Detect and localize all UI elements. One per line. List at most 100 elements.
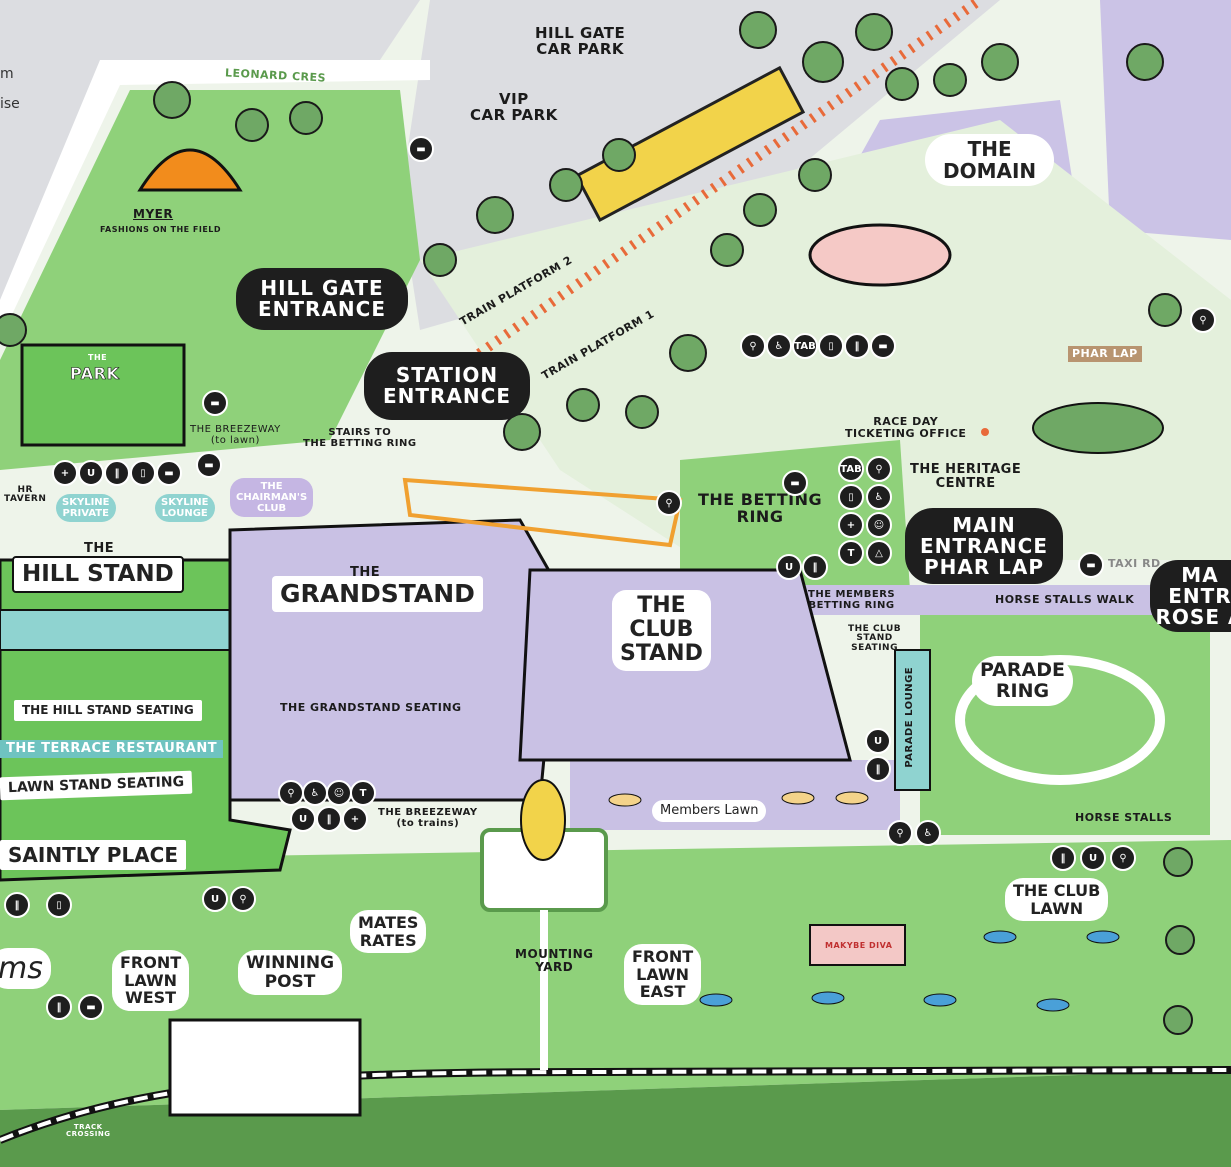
club-stand-seating-label: THE CLUB STAND SEATING: [848, 624, 902, 653]
betting-ring-label: THE BETTING RING: [698, 490, 823, 526]
food-icon: ‖: [46, 994, 72, 1020]
train: [574, 65, 806, 223]
left-edge-text-1: m: [0, 66, 14, 82]
hill-stand-the: THE: [84, 541, 115, 556]
umbrellas: [608, 791, 1120, 1012]
atm-icon: ▯: [838, 484, 864, 510]
accessible-icon: ♿: [766, 333, 792, 359]
parade-ring-label: PARADE RING: [972, 656, 1073, 706]
hill-stand-roof: [0, 609, 231, 651]
toilets-icon: ⚲: [1110, 845, 1136, 871]
smoking-icon: ▬: [78, 994, 104, 1020]
first-aid-icon: +: [342, 806, 368, 832]
toilets-icon: ⚲: [278, 780, 304, 806]
the-domain-label: THE DOMAIN: [925, 134, 1055, 186]
left-edge-script: ms: [0, 948, 51, 989]
merchandise-icon: T: [350, 780, 376, 806]
winning-post-gate: [168, 1018, 362, 1117]
domain-area: [1100, 0, 1231, 240]
members-lawn-label: Members Lawn: [652, 800, 767, 823]
grandstand-label: GRANDSTAND: [272, 576, 483, 612]
breezeway-to-lawn-label: THE BREEZEWAY (to lawn): [190, 424, 281, 446]
tab-icon: TAB: [838, 456, 864, 482]
first-aid-icon: +: [838, 512, 864, 538]
drinks-icon: U: [865, 728, 891, 754]
accessible-icon: ♿: [915, 820, 941, 846]
smoking-icon: ▬: [782, 470, 808, 496]
street-taxi-rd: TAXI RD: [1108, 557, 1161, 570]
main-entrance-rose[interactable]: MA ENTR ROSE A: [1150, 560, 1231, 632]
hill-stand-label: HILL STAND: [12, 556, 184, 594]
hill-gate-entrance[interactable]: HILL GATE ENTRANCE: [236, 268, 408, 330]
toilets-icon: ⚲: [230, 886, 256, 912]
drinks-icon: U: [290, 806, 316, 832]
trees: [0, 11, 1195, 1035]
hr-tavern-label: HR TAVERN: [4, 485, 47, 505]
ticketing-office-marker: [981, 428, 989, 436]
drinks-icon: U: [78, 460, 104, 486]
grandstand-seating-label: THE GRANDSTAND SEATING: [280, 701, 462, 714]
the-park-label: PARK: [70, 364, 120, 383]
front-lawn-west-label: FRONT LAWN WEST: [112, 950, 190, 1011]
the-park-arch: [20, 343, 186, 447]
front-lawn-east-label: FRONT LAWN EAST: [624, 944, 702, 1005]
heritage-centre-label: THE HERITAGE CENTRE: [910, 462, 1022, 491]
first-aid-icon: +: [52, 460, 78, 486]
mounting-yard-path: [540, 910, 548, 1070]
hill-gate-car-park: HILL GATE CAR PARK: [535, 24, 626, 58]
toilets-icon: ⚲: [866, 456, 892, 482]
smoking-icon: ▬: [870, 333, 896, 359]
food-icon: ‖: [316, 806, 342, 832]
smoking-icon: ▬: [202, 390, 228, 416]
ticketing-office-label[interactable]: RACE DAY TICKETING OFFICE: [845, 415, 967, 440]
food-icon: ‖: [1050, 845, 1076, 871]
toilets-icon: ⚲: [887, 820, 913, 846]
main-entrance-phar-lap[interactable]: MAIN ENTRANCE PHAR LAP: [905, 508, 1063, 584]
hill-stand-seating-label: THE HILL STAND SEATING: [14, 700, 202, 722]
station-entrance[interactable]: STATION ENTRANCE: [364, 352, 530, 420]
atm-icon: ▯: [46, 892, 72, 918]
chairmans-club-label: THE CHAIRMAN'S CLUB: [230, 478, 314, 517]
food-icon: ‖: [4, 892, 30, 918]
sound-shell: [137, 148, 243, 192]
members-betting-ring-label: THE MEMBERS BETTING RING: [808, 589, 896, 611]
makybe-diva-plinth: [809, 924, 906, 966]
baby-change-icon: ☺: [866, 512, 892, 538]
street-horse-stalls-walk: HORSE STALLS WALK: [995, 593, 1135, 606]
racetrack: [0, 1070, 1231, 1167]
food-icon: ‖: [844, 333, 870, 359]
fountain: [808, 223, 952, 287]
food-icon: ‖: [802, 554, 828, 580]
atm-icon: ▯: [818, 333, 844, 359]
parade-lounge-label: PARADE LOUNGE: [904, 666, 916, 768]
tab-icon: TAB: [792, 333, 818, 359]
baby-change-icon: ☺: [326, 780, 352, 806]
drinks-icon: U: [202, 886, 228, 912]
myer-label: MYER: [133, 207, 174, 221]
club-lawn-label: THE CLUB LAWN: [1005, 878, 1109, 922]
terrace-restaurant-label: THE TERRACE RESTAURANT: [0, 740, 224, 758]
makybe-diva-label: MAKYBE DIVA: [825, 941, 893, 950]
toilets-icon: ⚲: [1190, 307, 1216, 333]
betting-ring-stairs: [402, 477, 683, 548]
grandstand-the: THE: [350, 565, 381, 580]
saintly-place-label: SAINTLY PLACE: [0, 840, 186, 870]
melbourne-cup-trophy: [520, 779, 566, 861]
the-park-the: THE: [88, 353, 108, 362]
food-icon: ‖: [104, 460, 130, 486]
breezeway-to-trains-label: THE BREEZEWAY (to trains): [378, 807, 478, 829]
mates-rates-label: MATES RATES: [350, 910, 427, 954]
winning-post-label: WINNING POST: [238, 950, 343, 996]
vip-car-park: VIP CAR PARK: [470, 90, 558, 124]
accessible-icon: ♿: [302, 780, 328, 806]
mounting-yard-label: MOUNTING YARD: [515, 947, 594, 974]
smoking-icon: ▬: [196, 452, 222, 478]
horse-stalls-label: HORSE STALLS: [1075, 811, 1173, 824]
parade-lounge-building: [894, 649, 931, 791]
fashions-on-the-field-label: FASHIONS ON THE FIELD: [100, 225, 222, 234]
accessible-icon: ♿: [866, 484, 892, 510]
skyline-lounge-label: SKYLINE LOUNGE: [155, 494, 215, 522]
club-stand-label: THE CLUB STAND: [612, 590, 711, 671]
atm-icon: ▯: [130, 460, 156, 486]
cloakroom-icon: △: [866, 540, 892, 566]
